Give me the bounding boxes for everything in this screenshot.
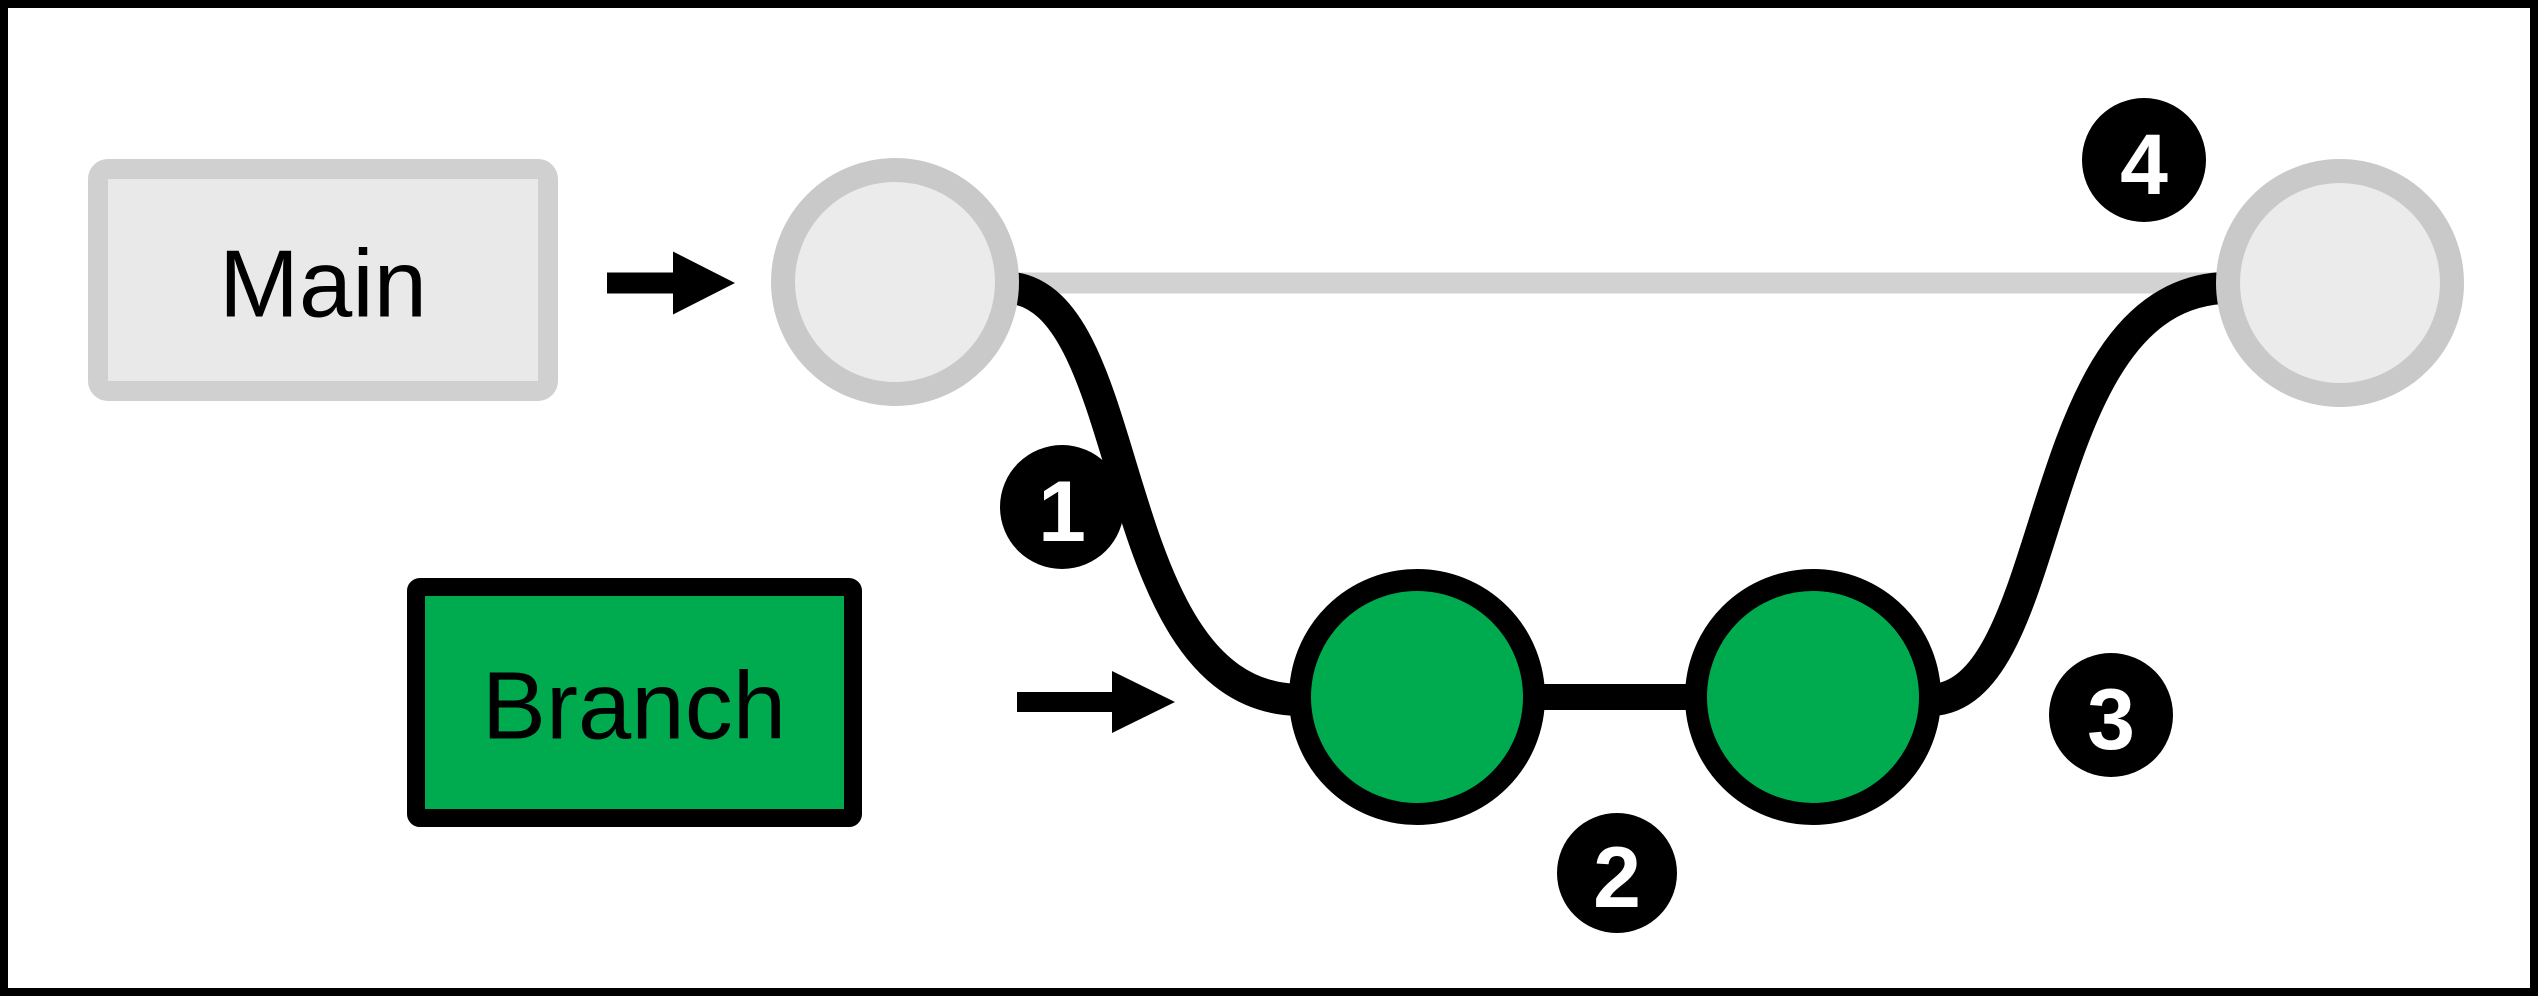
branch-label-text: Branch [482, 653, 786, 760]
step-badge-3-circle [2049, 653, 2173, 777]
main-label: Main [88, 159, 558, 401]
commit-node-main-start [771, 158, 1019, 406]
branch-out-curve [997, 272, 1314, 716]
step-badge-4: 4 [2082, 98, 2206, 222]
merge-back-curve [1916, 272, 2238, 716]
main-label-box [88, 159, 558, 401]
main-arrow-icon [607, 251, 735, 315]
step-badge-1: 1 [1000, 445, 1124, 569]
branch-arrow-icon [1017, 671, 1175, 733]
branch-label: Branch [407, 578, 862, 827]
step-badge-4-circle [2082, 98, 2206, 222]
step-badge-1-circle [1000, 445, 1124, 569]
step-badge-3-number: 3 [2087, 672, 2135, 768]
branch-label-box [407, 578, 862, 827]
step-badge-2-circle [1557, 813, 1677, 933]
commit-node-branch-2 [1685, 569, 1941, 825]
step-badge-1-number: 1 [1038, 464, 1086, 560]
main-label-text: Main [219, 231, 427, 338]
commit-node-main-merge [2216, 159, 2464, 407]
step-badge-2-number: 2 [1593, 830, 1641, 926]
step-badge-4-number: 4 [2120, 117, 2168, 213]
step-badge-3: 3 [2049, 653, 2173, 777]
commit-node-branch-1 [1289, 569, 1545, 825]
step-badge-2: 2 [1557, 813, 1677, 933]
